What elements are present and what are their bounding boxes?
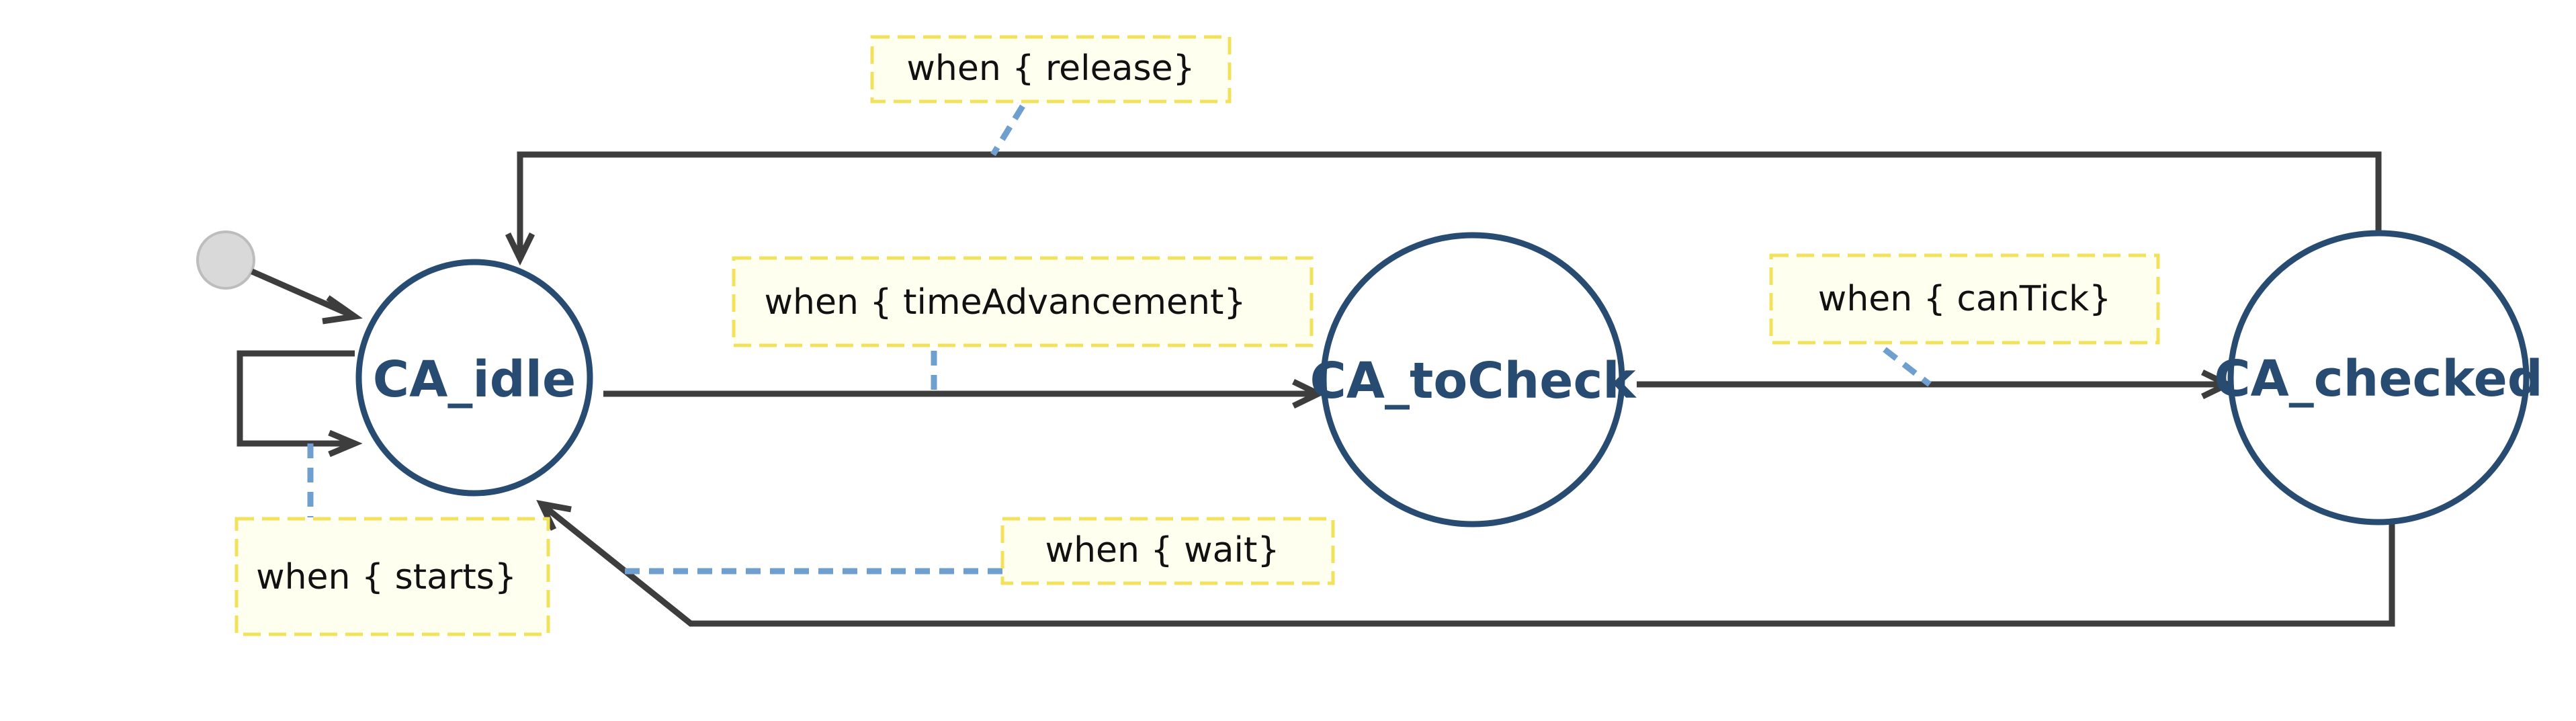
transition-checked-to-idle-release[interactable] <box>505 151 2382 266</box>
transition-idle-to-tocheck[interactable] <box>603 378 1326 409</box>
note-starts[interactable]: when { starts} <box>234 517 550 636</box>
state-tocheck[interactable]: CA_toCheck <box>1310 232 1637 527</box>
note-time-advancement[interactable]: when { timeAdvancement} <box>732 256 1314 347</box>
state-idle[interactable]: CA_idle <box>355 259 593 497</box>
note-wait-text: when { wait} <box>1045 530 1280 570</box>
state-checked-label: CA_checked <box>2214 350 2543 408</box>
transition-tocheck-to-checked[interactable] <box>1637 369 2235 400</box>
note-link-release <box>990 104 1025 157</box>
state-tocheck-label: CA_toCheck <box>1310 352 1637 410</box>
note-wait[interactable]: when { wait} <box>1000 517 1335 585</box>
initial-state-node[interactable] <box>196 230 255 290</box>
note-can-tick-text: when { canTick} <box>1818 279 2111 319</box>
note-starts-text: when { starts} <box>256 557 517 597</box>
note-time-advancement-text: when { timeAdvancement} <box>765 282 1246 323</box>
note-link-can-tick <box>1883 347 1932 387</box>
transition-idle-self-loop[interactable] <box>237 350 363 458</box>
state-checked[interactable]: CA_checked <box>2214 230 2543 525</box>
note-release[interactable]: when { release} <box>870 35 1232 103</box>
transition-initial-to-idle[interactable] <box>251 268 363 325</box>
note-can-tick[interactable]: when { canTick} <box>1769 253 2160 345</box>
note-release-text: when { release} <box>906 48 1195 89</box>
state-idle-label: CA_idle <box>373 351 576 409</box>
